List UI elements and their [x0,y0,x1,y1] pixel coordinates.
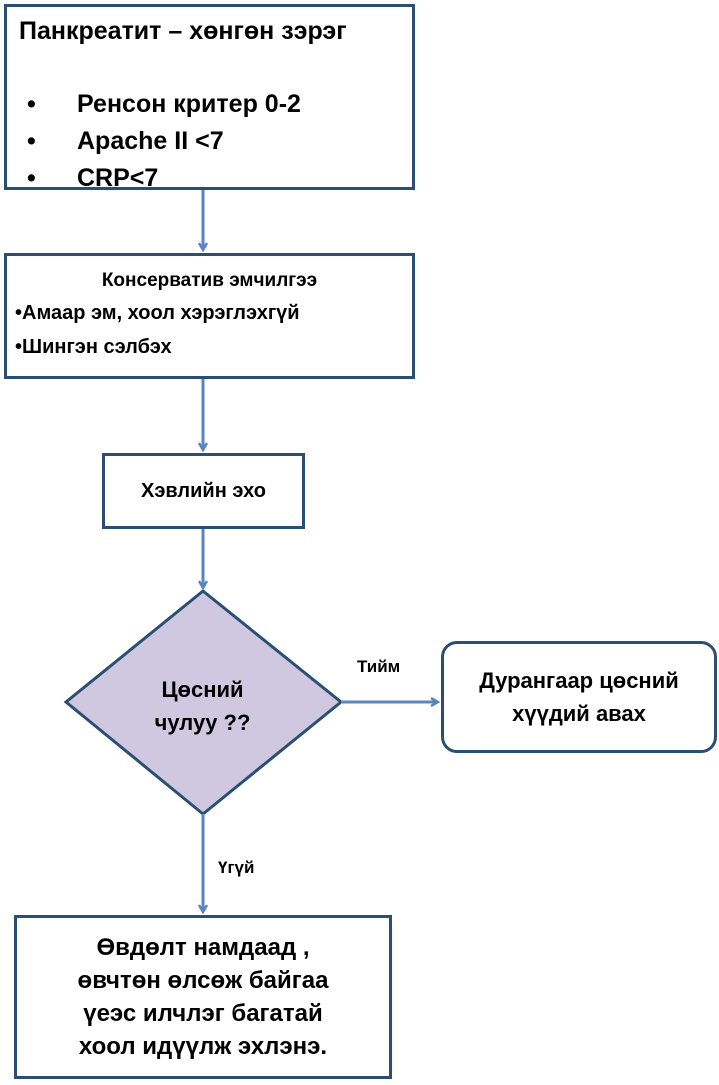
criteria-title: Панкреатит – хөнгөн зэрэг [19,17,347,45]
decision-line: чулуу ?? [154,710,251,735]
feeding-line: өвчтөн өлсөж байгаа [77,967,329,994]
bullet: • [27,127,36,155]
decision-line: Цөсний [161,677,244,702]
decision-label: Цөсний чулуу ?? [100,673,305,739]
bullet: • [27,164,36,192]
ultrasound-box: Хэвлийн эхо [102,453,305,529]
conservative-treatment-box: Консерватив эмчилгээ •Амаар эм, хоол хэр… [4,253,415,379]
criteria-item-text: Ренсон критер 0-2 [77,90,301,118]
feeding-box: Өвдөлт намдаад , өвчтөн өлсөж байгаа үеэ… [14,915,392,1079]
treatment-item: •Шингэн сэлбэх [15,336,172,358]
no-label: Үгүй [218,858,255,877]
ultrasound-label: Хэвлийн эхо [141,479,266,502]
criteria-item: • CRP<7 [19,160,400,197]
criteria-item-text: CRP<7 [77,164,159,192]
criteria-item: • Ренсон критер 0-2 [19,86,400,123]
feeding-line: үеэс илчлэг багатай [83,1000,323,1027]
criteria-item-text: Apache II <7 [77,127,224,155]
criteria-list: • Ренсон критер 0-2 • Apache II <7 • CRP<7 [19,86,400,197]
cholecystectomy-line: хүүдий авах [512,701,646,726]
criteria-item: • Apache II <7 [19,123,400,160]
criteria-box: Панкреатит – хөнгөн зэрэг • Ренсон критер… [4,4,415,192]
bullet: • [27,90,36,118]
treatment-title: Консерватив эмчилгээ [101,270,318,291]
feeding-line: Өвдөлт намдаад , [96,934,310,961]
cholecystectomy-line: Дурангаар цөсний [479,668,679,693]
feeding-line: хоол идүүлж эхлэнэ. [78,1033,328,1060]
yes-label: Тийм [357,657,401,676]
treatment-item: •Амаар эм, хоол хэрэглэхгүй [15,302,300,324]
cholecystectomy-box: Дурангаар цөсний хүүдий авах [441,641,717,753]
